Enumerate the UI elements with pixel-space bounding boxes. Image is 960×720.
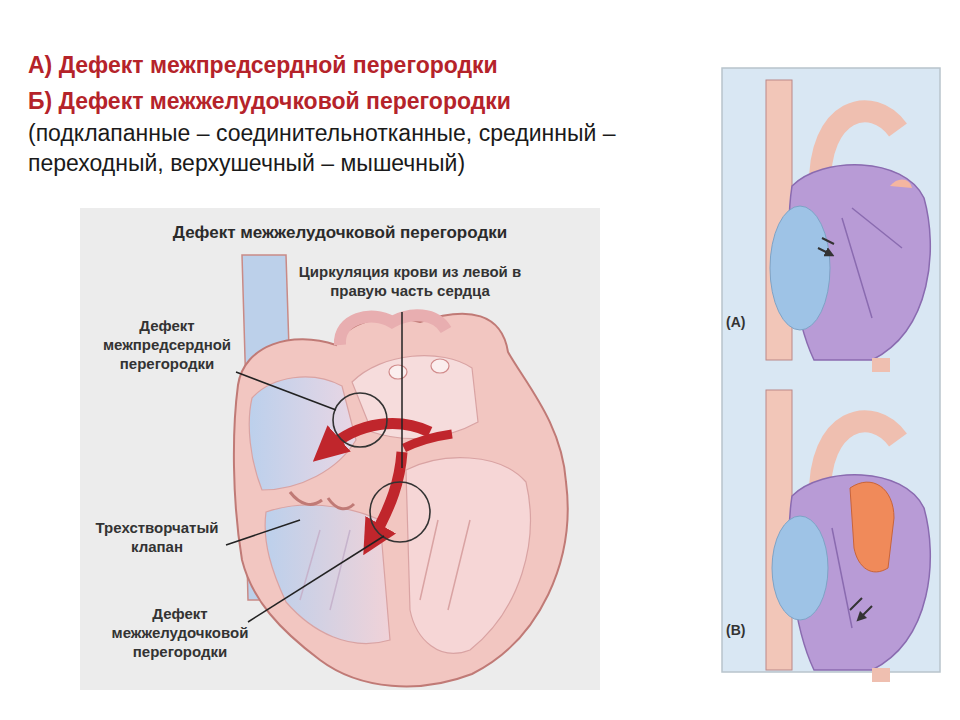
heading-line: Б) Дефект межжелудочковой перегородки bbox=[28, 86, 728, 116]
figure-tag: (A) bbox=[726, 314, 766, 330]
callout-label: Циркуляция крови из левой в правую часть… bbox=[280, 262, 540, 300]
callout-label: Дефект межпредсердной перегородки bbox=[92, 316, 242, 373]
panel-title: Дефект межжелудочковой перегородки bbox=[80, 222, 600, 243]
figure-tag: (B) bbox=[726, 622, 766, 638]
callout-label: Трехстворчатый клапан bbox=[86, 518, 228, 556]
figure-frame: (A) (B) bbox=[722, 68, 940, 672]
subheading-note: (подклапанные – соединительнотканные, ср… bbox=[28, 118, 718, 178]
heading-line: А) Дефект межпредсердной перегородки bbox=[28, 50, 728, 80]
callout-label: Дефект межжелудочковой перегородки bbox=[100, 604, 260, 661]
